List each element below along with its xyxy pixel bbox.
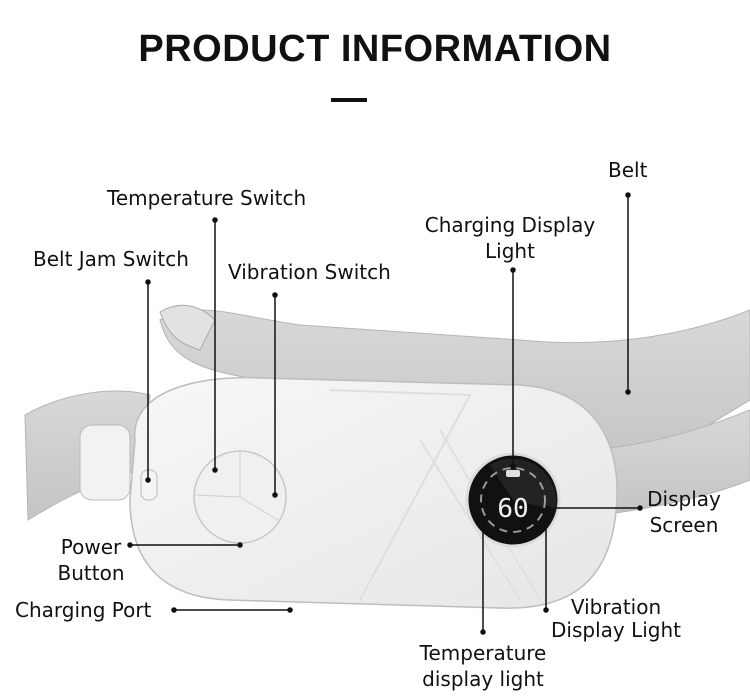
label-line: Charging Display <box>424 213 596 237</box>
label-vibration-switch: Vibration Switch <box>228 260 391 284</box>
leader-lines <box>127 192 643 635</box>
label-line: Button <box>57 561 125 585</box>
label-line: Temperature <box>419 641 547 665</box>
label-charging-display-light: Charging Display Light <box>410 212 610 264</box>
display-readout: 60 <box>497 494 528 524</box>
label-line: Light <box>485 239 535 263</box>
label-temperature-display-light: Temperature display light <box>404 640 562 692</box>
belt-jam-switch <box>140 469 158 501</box>
label-line: Vibration <box>570 595 662 619</box>
label-belt: Belt <box>608 158 648 182</box>
label-temperature-switch: Temperature Switch <box>107 186 307 210</box>
page-title: PRODUCT INFORMATION <box>138 28 612 70</box>
label-power-button: Power Button <box>46 534 136 586</box>
belt-strap-right <box>589 409 750 516</box>
label-line: display light <box>422 667 544 691</box>
device-body <box>129 376 618 609</box>
label-belt-jam-switch: Belt Jam Switch <box>33 247 189 271</box>
title-divider <box>331 98 367 102</box>
label-line: Power <box>60 535 122 559</box>
label-line: Display Light <box>551 618 681 642</box>
label-line: Display <box>647 487 721 511</box>
label-charging-port: Charging Port <box>15 598 152 622</box>
label-line: Screen <box>649 513 719 537</box>
label-display-screen: Display Screen <box>638 486 730 538</box>
label-vibration-display-light: Vibration Display Light <box>538 596 694 642</box>
